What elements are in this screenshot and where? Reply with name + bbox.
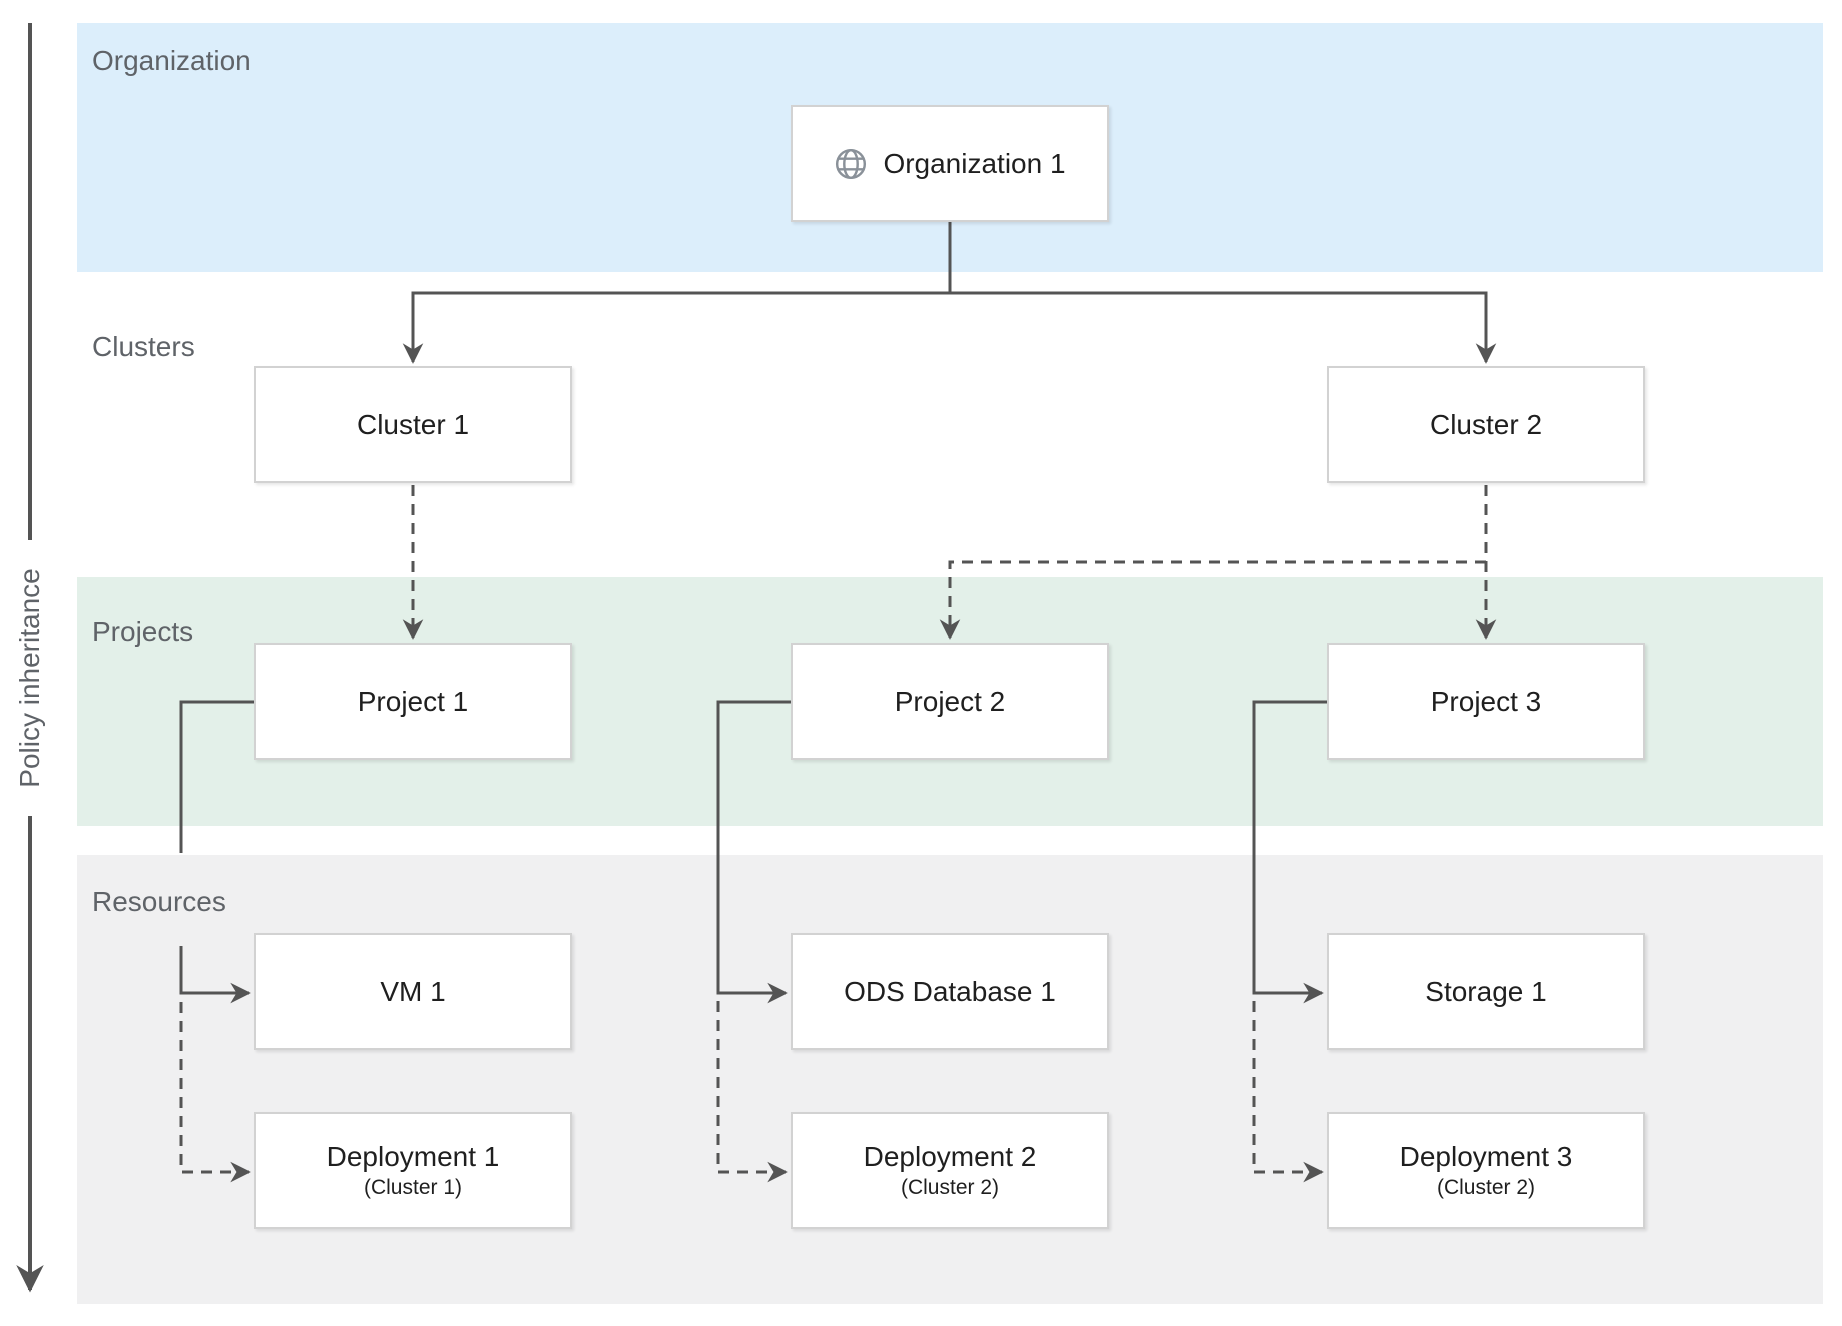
node-sublabel: (Cluster 2)	[1436, 1176, 1536, 1199]
band-resources	[77, 855, 1823, 1304]
node-label: Project 3	[1430, 685, 1542, 717]
node-deployment-1: Deployment 1 (Cluster 1)	[254, 1112, 572, 1229]
node-project-3: Project 3	[1327, 643, 1645, 760]
node-label: Cluster 1	[356, 408, 470, 440]
node-project-1: Project 1	[254, 643, 572, 760]
node-ods-database-1: ODS Database 1	[791, 933, 1109, 1050]
node-label: Project 2	[894, 685, 1006, 717]
node-sublabel: (Cluster 2)	[900, 1176, 1000, 1199]
node-organization-1: Organization 1	[791, 105, 1109, 222]
globe-icon	[836, 148, 867, 179]
node-label: Deployment 3	[1399, 1141, 1573, 1172]
node-vm-1: VM 1	[254, 933, 572, 1050]
band-label-organization: Organization	[92, 45, 251, 76]
band-label-resources: Resources	[92, 886, 226, 917]
node-label: VM 1	[380, 975, 446, 1007]
node-label: Project 1	[357, 685, 469, 717]
node-deployment-2: Deployment 2 (Cluster 2)	[791, 1112, 1109, 1229]
node-deployment-3: Deployment 3 (Cluster 2)	[1327, 1112, 1645, 1229]
policy-inheritance-label: Policy inheritance	[14, 568, 45, 788]
node-label: Organization 1	[883, 147, 1066, 179]
node-label: Deployment 2	[863, 1141, 1037, 1172]
node-label: Cluster 2	[1429, 408, 1543, 440]
node-sublabel: (Cluster 1)	[363, 1176, 463, 1199]
band-label-projects: Projects	[92, 616, 194, 647]
band-label-clusters: Clusters	[92, 331, 195, 362]
node-cluster-2: Cluster 2	[1327, 366, 1645, 483]
node-label: ODS Database 1	[844, 975, 1056, 1007]
node-label: Deployment 1	[326, 1141, 500, 1172]
node-cluster-1: Cluster 1	[254, 366, 572, 483]
node-project-2: Project 2	[791, 643, 1109, 760]
node-storage-1: Storage 1	[1327, 933, 1645, 1050]
node-label: Storage 1	[1425, 975, 1547, 1007]
